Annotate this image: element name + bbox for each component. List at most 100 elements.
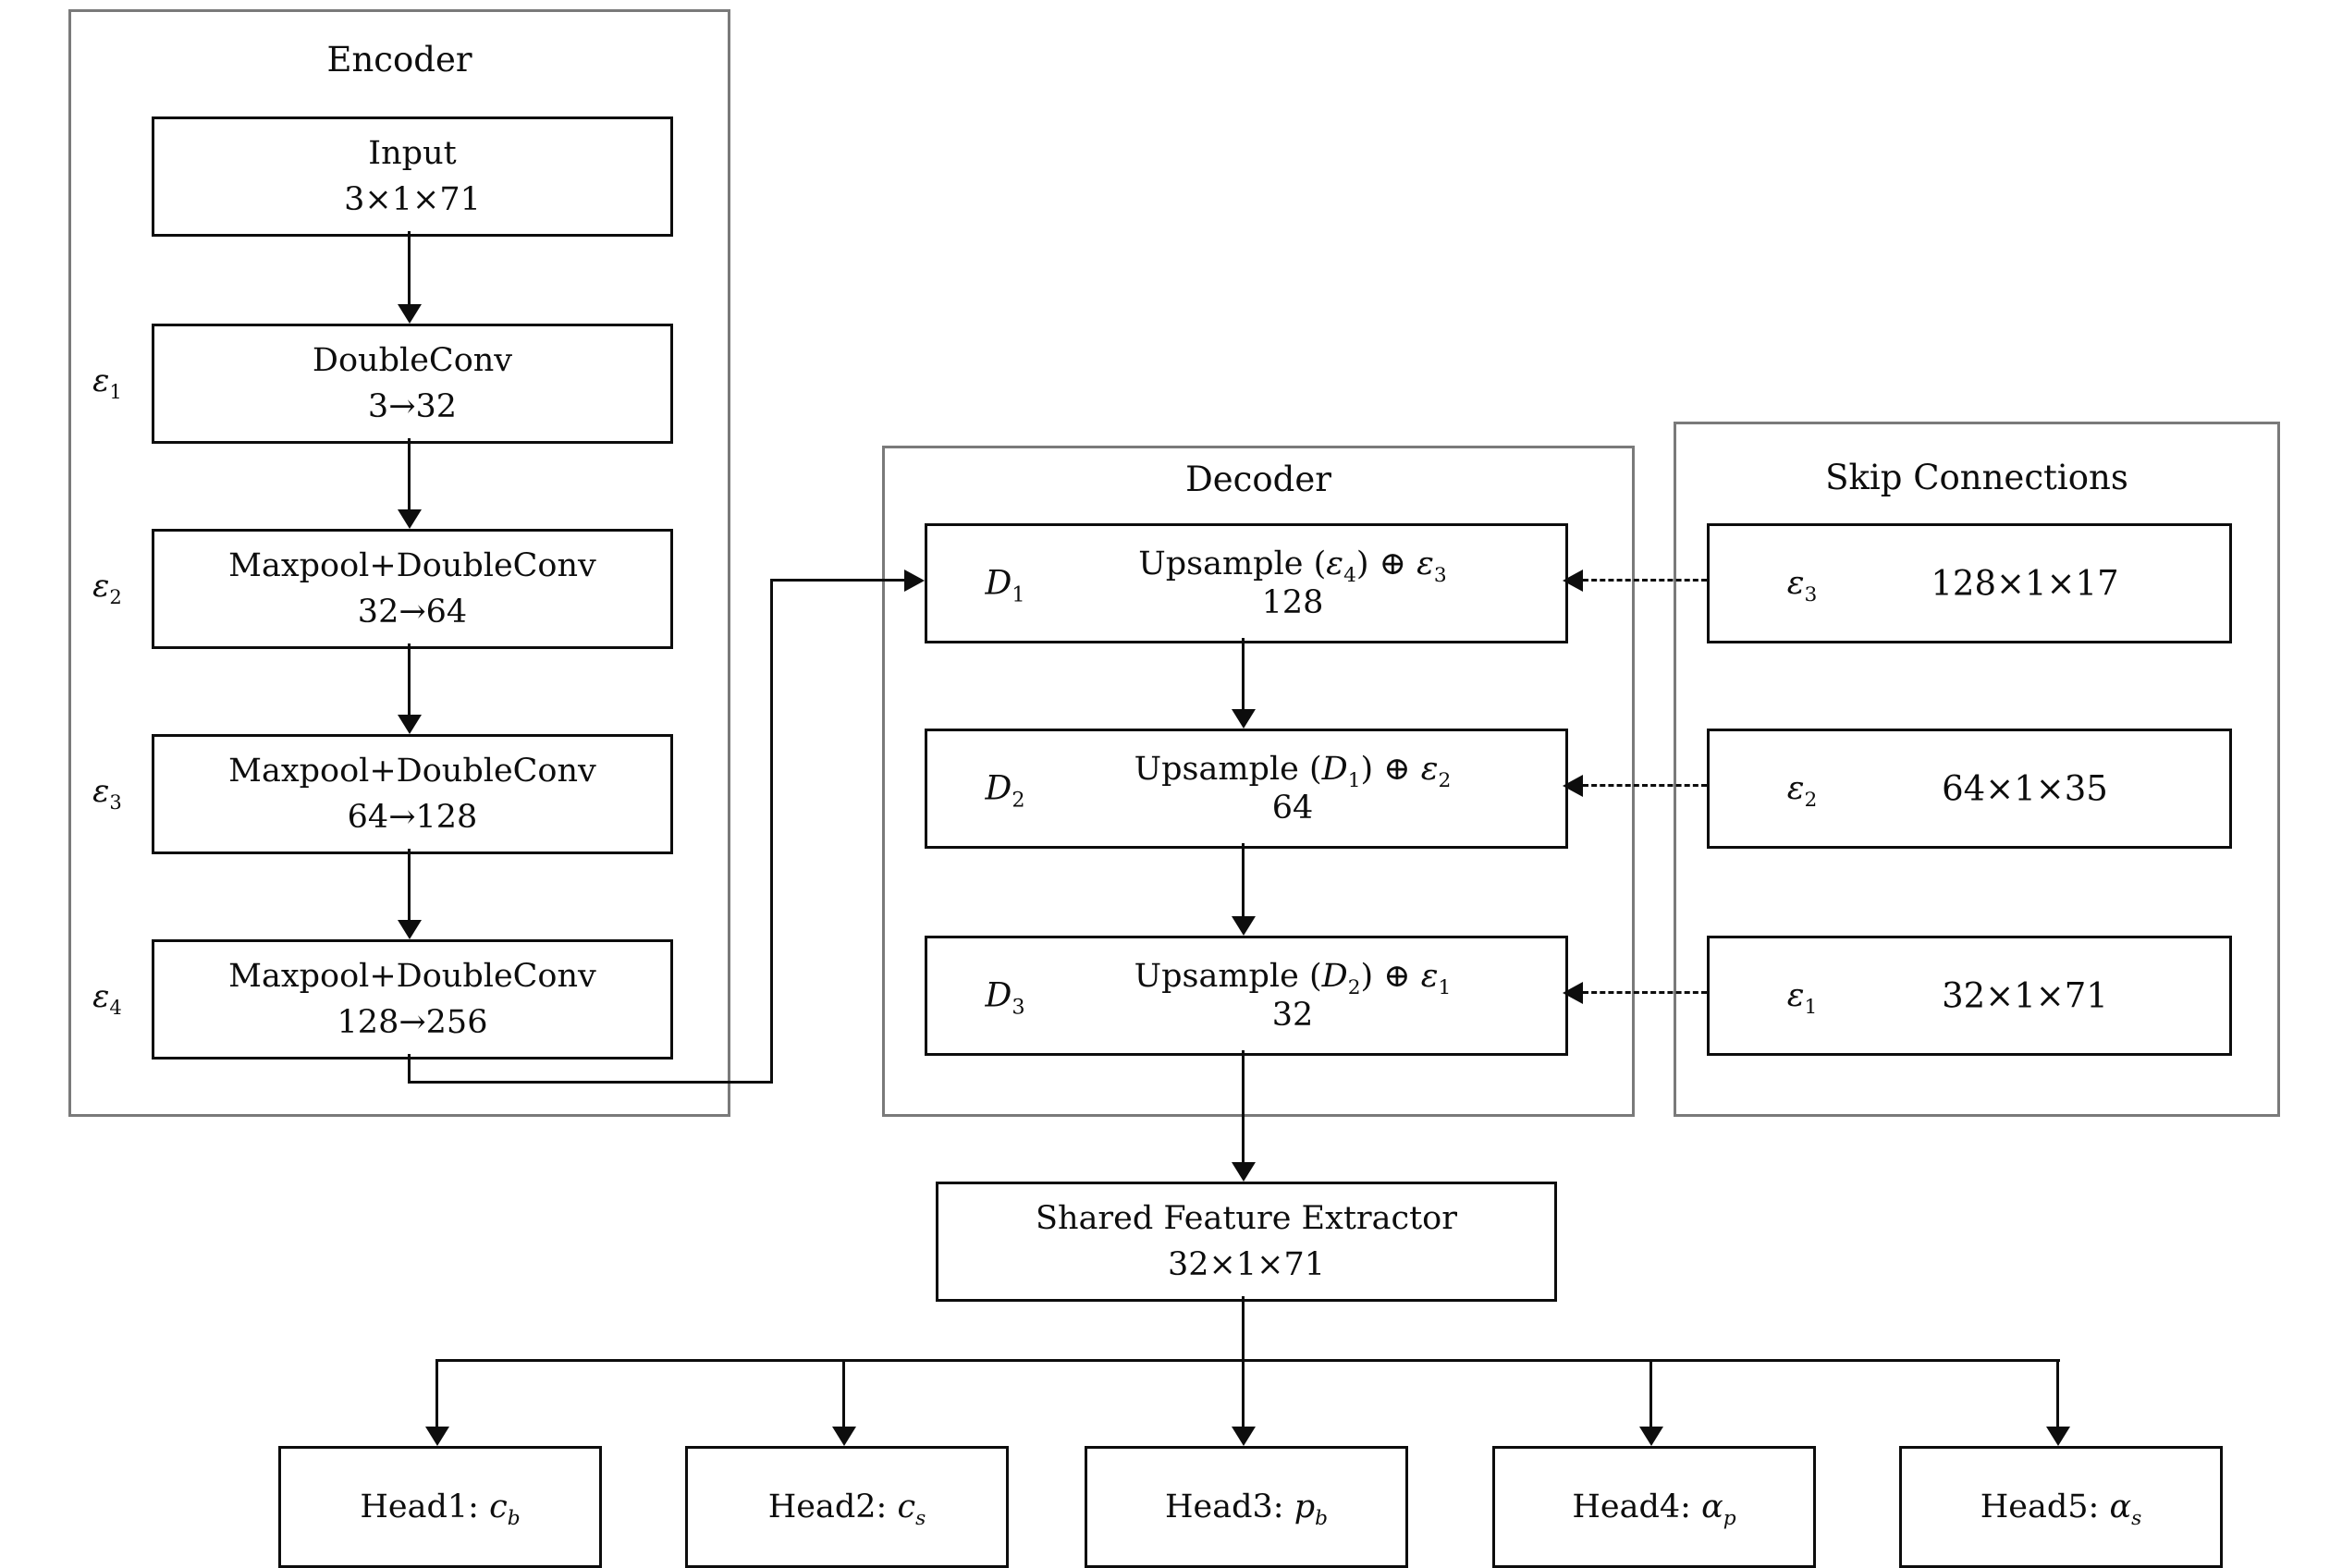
e1-channels: 3→32	[367, 388, 458, 425]
d3-content: Upsample (D2) ⊕ ε1 32	[1048, 957, 1538, 1035]
dashed-line	[1583, 991, 1707, 994]
epsilon1-side-label: ε1	[74, 357, 141, 405]
epsilon-subscript: 3	[109, 790, 122, 814]
e3-channels: 64→128	[347, 799, 478, 836]
arrow-shaft	[435, 1359, 438, 1427]
arrowhead-down-icon	[398, 509, 422, 529]
d-subscript: 1	[1012, 582, 1025, 607]
arrow-shaft	[408, 849, 411, 921]
decoder-d3-box: D3 Upsample (D2) ⊕ ε1 32	[925, 936, 1568, 1056]
arrowhead-down-icon	[425, 1427, 449, 1446]
dashed-line	[1583, 579, 1707, 582]
shared-feature-extractor-dims: 32×1×71	[1168, 1246, 1325, 1283]
decoder-panel: Decoder	[882, 446, 1635, 1117]
fanout-stem	[1242, 1296, 1245, 1361]
epsilon3-side-label: ε3	[74, 767, 141, 815]
epsilon-symbol: ε	[1786, 977, 1805, 1014]
epsilon4-side-label: ε4	[74, 973, 141, 1021]
e2-channels: 32→64	[357, 594, 468, 631]
skip-e1-symbol: ε1	[1765, 977, 1839, 1017]
encoder-e2-box: Maxpool+DoubleConv 32→64	[152, 529, 673, 649]
epsilon2-side-label: ε2	[74, 562, 141, 610]
head1-box: Head1: cb	[278, 1446, 602, 1568]
epsilon-subscript: 2	[1804, 789, 1818, 812]
shared-feature-extractor-box: Shared Feature Extractor 32×1×71	[936, 1182, 1557, 1302]
script-d-symbol: D	[985, 976, 1012, 1015]
arrow-shaft	[1242, 843, 1245, 916]
d1-formula: Upsample (ε4) ⊕ ε3	[1138, 545, 1447, 587]
script-d-symbol: D	[985, 769, 1012, 808]
arrow-shaft	[1242, 638, 1245, 709]
input-label: Input	[368, 135, 457, 172]
arrowhead-left-icon	[1563, 775, 1583, 797]
epsilon-symbol: ε	[92, 362, 110, 399]
head4-label: Head4: αp	[1572, 1488, 1736, 1530]
script-d-symbol: D	[985, 564, 1012, 603]
arrowhead-down-icon	[398, 304, 422, 324]
encoder-panel: Encoder	[68, 9, 730, 1117]
d-subscript: 2	[1012, 788, 1025, 813]
head2-label: Head2: cs	[767, 1488, 926, 1530]
fanout-distribution-line	[435, 1359, 2060, 1362]
head4-box: Head4: αp	[1492, 1446, 1816, 1568]
arrowhead-left-icon	[1563, 982, 1583, 1004]
connector-riser	[770, 579, 773, 1084]
skip-e2-box: ε2 64×1×35	[1707, 729, 2232, 849]
epsilon-symbol: ε	[1786, 565, 1805, 602]
e4-channels: 128→256	[337, 1004, 488, 1041]
arrow-shaft	[1649, 1359, 1652, 1427]
skip-connections-panel-title: Skip Connections	[1825, 458, 2128, 497]
connector-top-run	[770, 579, 906, 582]
arrowhead-down-icon	[2046, 1427, 2070, 1446]
skip-e3-dims: 128×1×17	[1931, 563, 2119, 604]
skip-e3-symbol: ε3	[1765, 565, 1839, 605]
epsilon-symbol: ε	[92, 978, 110, 1015]
dashed-line	[1583, 784, 1707, 787]
e2-op: Maxpool+DoubleConv	[228, 547, 596, 584]
head2-box: Head2: cs	[685, 1446, 1009, 1568]
epsilon-subscript: 1	[1804, 996, 1818, 1019]
skip-e2-symbol: ε2	[1765, 770, 1839, 810]
skip-e1-dims: 32×1×71	[1942, 975, 2108, 1016]
d2-formula: Upsample (D1) ⊕ ε2	[1134, 751, 1452, 792]
d3-formula: Upsample (D2) ⊕ ε1	[1134, 958, 1452, 999]
arrowhead-right-icon	[904, 570, 925, 592]
d2-content: Upsample (D1) ⊕ ε2 64	[1048, 750, 1538, 827]
input-dims: 3×1×71	[344, 181, 481, 218]
e1-op: DoubleConv	[312, 342, 513, 379]
connector-bottom-run	[408, 1081, 773, 1084]
arrowhead-down-icon	[398, 920, 422, 939]
decoder-d1-box: D1 Upsample (ε4) ⊕ ε3 128	[925, 523, 1568, 643]
arrowhead-down-icon	[1232, 1162, 1256, 1182]
arrow-shaft	[1242, 1050, 1245, 1162]
epsilon-subscript: 3	[1804, 583, 1818, 606]
head1-label: Head1: cb	[360, 1488, 521, 1530]
arrowhead-down-icon	[1232, 709, 1256, 729]
head5-label: Head5: αs	[1980, 1488, 2142, 1530]
encoder-e1-box: DoubleConv 3→32	[152, 324, 673, 444]
decoder-panel-title: Decoder	[1185, 459, 1331, 499]
epsilon-symbol: ε	[92, 773, 110, 810]
e3-op: Maxpool+DoubleConv	[228, 753, 596, 790]
head3-box: Head3: pb	[1085, 1446, 1408, 1568]
arrow-shaft	[408, 643, 411, 716]
d2-channels: 64	[1271, 790, 1314, 827]
epsilon-subscript: 4	[109, 995, 122, 1019]
decoder-d2-box: D2 Upsample (D1) ⊕ ε2 64	[925, 729, 1568, 849]
shared-feature-extractor-label: Shared Feature Extractor	[1036, 1200, 1457, 1237]
skip-e3-box: ε3 128×1×17	[1707, 523, 2232, 643]
arrowhead-down-icon	[1639, 1427, 1663, 1446]
arrow-shaft	[842, 1359, 845, 1427]
epsilon-symbol: ε	[92, 568, 110, 605]
d-subscript: 3	[1012, 995, 1025, 1020]
arrowhead-down-icon	[398, 715, 422, 734]
arrow-shaft	[1242, 1359, 1245, 1427]
skip-e2-dims: 64×1×35	[1942, 768, 2108, 809]
d1-content: Upsample (ε4) ⊕ ε3 128	[1048, 545, 1538, 622]
arrow-shaft	[408, 438, 411, 510]
arrow-shaft	[2056, 1359, 2059, 1427]
arrowhead-down-icon	[1232, 1427, 1256, 1446]
connector-stub	[408, 1054, 411, 1084]
d3-channels: 32	[1271, 997, 1314, 1034]
